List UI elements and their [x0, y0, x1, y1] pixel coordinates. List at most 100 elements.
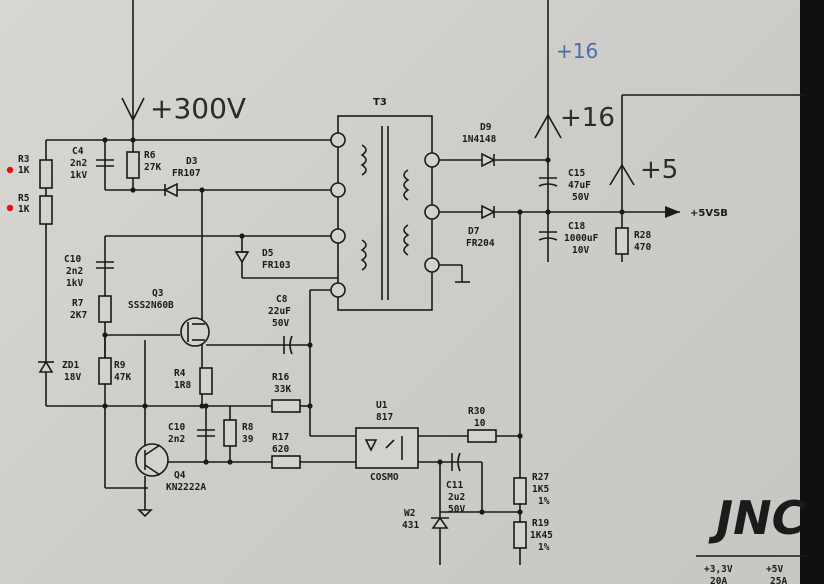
label-components-r28-value: 470: [634, 242, 651, 253]
table-col-3v3: +3,3V: [704, 564, 733, 575]
label-components-c15-name: C15: [568, 168, 585, 179]
d7-diode: [481, 204, 496, 220]
resistors: [39, 151, 629, 549]
label-components-d9-value: 1N4148: [462, 134, 497, 145]
label-components-q4-value: KN2222A: [166, 482, 206, 493]
label-components-r3-value: 1K: [18, 165, 30, 176]
r30-resistor: [467, 429, 497, 443]
label-components-r19-name: R19: [532, 518, 549, 529]
label-components-c4-value2: 1kV: [70, 170, 87, 181]
label-components-c10a-value1: 2n2: [66, 266, 83, 277]
r8-resistor: [223, 419, 237, 447]
dark-border: [800, 0, 824, 584]
label-components-w2-value: 431: [402, 520, 419, 531]
r19-resistor: [513, 521, 527, 549]
label-components-r30-value: 10: [474, 418, 486, 429]
output-5vsb-label: +5VSB: [690, 208, 728, 219]
label-components-c18-value1: 1000uF: [564, 233, 599, 244]
label-components-c18-value2: 10V: [572, 245, 589, 256]
w2-tl431: [431, 516, 449, 529]
label-components-d3-name: D3: [186, 156, 198, 167]
label-components-c11-value1: 2u2: [448, 492, 465, 503]
diodes: [38, 152, 496, 373]
label-components-c10b-value: 2n2: [168, 434, 185, 445]
label-components-w2-name: W2: [404, 508, 415, 519]
junction-dots: [102, 137, 625, 515]
r3-resistor: [39, 159, 53, 189]
label-components-c15-value2: 50V: [572, 192, 589, 203]
label-components-c4-value1: 2n2: [70, 158, 87, 169]
label-components-r17-value: 620: [272, 444, 289, 455]
label-components-d5-name: D5: [262, 248, 274, 259]
label-components-r16-name: R16: [272, 372, 289, 383]
r27-resistor: [513, 477, 527, 505]
r4-resistor: [199, 367, 213, 395]
label-components-u1-value: 817: [376, 412, 393, 423]
ground-icon: [137, 509, 153, 518]
t3-label: T3: [373, 97, 387, 108]
label-components-r5-value: 1K: [18, 204, 30, 215]
label-components-d3-value: FR107: [172, 168, 201, 179]
label-components-r28-name: R28: [634, 230, 651, 241]
q4-npn-transistor: [135, 443, 169, 518]
label-components-r16-value: 33K: [274, 384, 291, 395]
d9-diode: [481, 152, 496, 168]
label-components-r4-name: R4: [174, 368, 186, 379]
label-components-c18-name: C18: [568, 221, 585, 232]
output-arrow-icon: [665, 206, 680, 218]
label-components-q4-name: Q4: [174, 470, 186, 481]
label-components-r5-name: R5: [18, 193, 30, 204]
label-components-c10a-value2: 1kV: [66, 278, 83, 289]
label-components-r17-name: R17: [272, 432, 289, 443]
label-components-r6-value: 27K: [144, 162, 161, 173]
label-components-r7-value: 2K7: [70, 310, 87, 321]
label-components-c8-name: C8: [276, 294, 288, 305]
label-components-c4-name: C4: [72, 146, 84, 157]
handwritten-16-blue: +16: [556, 39, 598, 63]
label-components-c10a-name: C10: [64, 254, 81, 265]
label-components-r8-value: 39: [242, 434, 254, 445]
label-components-r7-name: R7: [72, 298, 83, 309]
label-components-q3-value: SSS2N60B: [128, 300, 174, 311]
wires: [45, 0, 806, 565]
label-components-r19-value1: 1K45: [530, 530, 553, 541]
d5-diode: [234, 251, 250, 264]
table-col-5v: +5V: [766, 564, 783, 575]
component-labels: R3 1K R5 1K C4 2n2 1kV R6 27K D3 FR107 D…: [18, 122, 728, 553]
schematic-paper: [0, 0, 806, 584]
label-components-r4-value: 1R8: [174, 380, 191, 391]
label-components-u1-name: U1: [376, 400, 388, 411]
r17-resistor: [271, 455, 301, 469]
zd1-zener: [38, 360, 54, 373]
label-components-c8-value2: 50V: [272, 318, 289, 329]
u1-optocoupler: [355, 427, 419, 469]
r16-resistor: [271, 399, 301, 413]
red-marker-r5: [6, 204, 14, 212]
label-components-d7-name: D7: [468, 226, 479, 237]
label-components-c15-value1: 47uF: [568, 180, 591, 191]
label-components-d5-value: FR103: [262, 260, 291, 271]
label-components-d7-value: FR204: [466, 238, 495, 249]
label-components-zd1-value: 18V: [64, 372, 81, 383]
label-components-u1-sub: COSMO: [370, 472, 399, 483]
transformer-t3: T3: [330, 97, 440, 311]
label-components-c11-value2: 50V: [448, 504, 465, 515]
handwritten-16: +16: [560, 103, 615, 133]
r28-resistor: [615, 227, 629, 255]
label-components-r27-value2: 1%: [538, 496, 550, 507]
label-components-r9-name: R9: [114, 360, 126, 371]
handwritten-5: +5: [640, 155, 678, 185]
jnc-logo: JNC: [708, 491, 806, 545]
label-components-r27-value1: 1K5: [532, 484, 549, 495]
d3-diode: [163, 182, 178, 198]
label-components-r30-name: R30: [468, 406, 485, 417]
label-components-d9-name: D9: [480, 122, 492, 133]
capacitors: [96, 159, 558, 472]
label-components-r19-value2: 1%: [538, 542, 550, 553]
r7-resistor: [98, 295, 112, 323]
label-components-r8-name: R8: [242, 422, 254, 433]
red-marker-r3: [6, 166, 14, 174]
label-components-c8-value1: 22uF: [268, 306, 291, 317]
handwritten-300v: +300V: [150, 92, 246, 125]
